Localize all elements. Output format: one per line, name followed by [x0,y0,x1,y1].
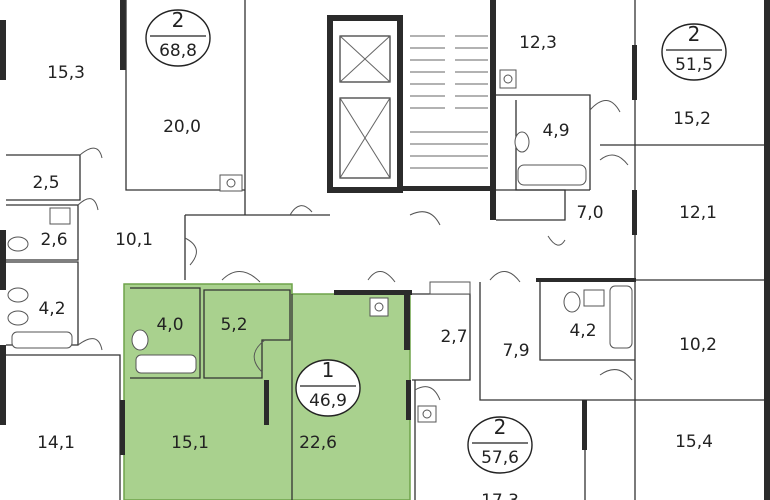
apartment-badge-68-8: 2 68,8 [145,8,211,67]
room-area-label: 14,1 [37,433,75,453]
apartment-rooms: 1 [322,358,335,382]
room-area-label: 5,2 [220,315,247,335]
stair-core [327,0,496,220]
room-area-label: 2,7 [440,327,467,347]
apartment-rooms: 2 [688,22,701,46]
room-area-label: 10,1 [115,230,153,250]
apartment-badge-46-9[interactable]: 1 46,9 [295,358,361,417]
room-area-label: 7,9 [502,341,529,361]
room-area-label: 12,1 [679,203,717,223]
apartment-area: 51,5 [675,55,713,75]
apartment-area: 46,9 [309,391,347,411]
apartment-badge-57-6: 2 57,6 [467,415,533,474]
room-area-label: 4,2 [569,321,596,341]
doors [77,100,633,401]
room-area-label: 15,1 [171,433,209,453]
room-area-label: 20,0 [163,117,201,137]
apartment-area: 68,8 [159,41,197,61]
apartment-badge-51-5: 2 51,5 [661,22,727,81]
room-area-label: 15,3 [47,63,85,83]
sanitary-fixtures [7,69,633,423]
interior-walls [6,0,764,500]
apartment-area: 57,6 [481,448,519,468]
room-area-label: 10,2 [679,335,717,355]
room-area-label: 12,3 [519,33,557,53]
room-area-label: 4,0 [156,315,183,335]
room-area-label: 7,0 [576,203,603,223]
room-area-label: 15,4 [675,432,713,452]
apartment-rooms: 2 [494,415,507,439]
apartment-rooms: 2 [172,8,185,32]
room-area-label: 15,2 [673,109,711,129]
room-area-label: 22,6 [299,433,337,453]
room-area-label: 4,9 [542,121,569,141]
room-area-label: 2,6 [40,230,67,250]
room-area-label: 2,5 [32,173,59,193]
room-area-label: 4,2 [38,299,65,319]
room-labels: 15,3 20,0 2,5 2,6 10,1 4,2 14,1 4,0 5,2 … [32,33,716,500]
room-area-label: 17,3 [481,491,519,500]
